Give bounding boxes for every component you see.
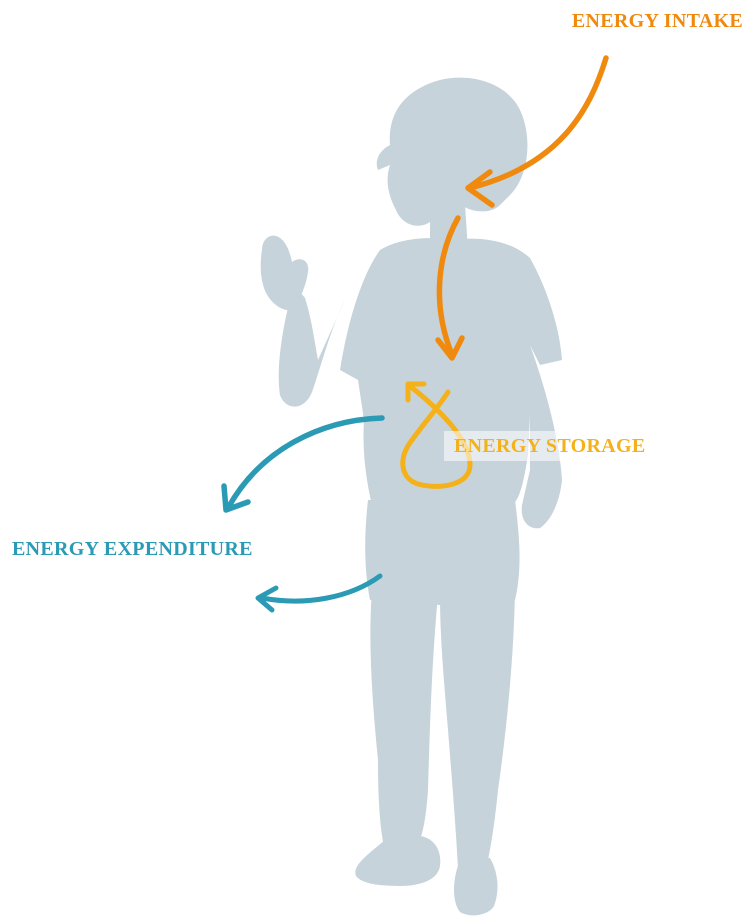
expenditure-arrow-small-icon: [258, 576, 380, 610]
energy-storage-label: ENERGY STORAGE: [444, 431, 653, 461]
person-silhouette-icon: [261, 78, 562, 916]
expenditure-arrow-icon: [224, 418, 382, 510]
energy-expenditure-label: ENERGY EXPENDITURE: [12, 538, 253, 561]
energy-intake-label: ENERGY INTAKE: [572, 10, 743, 33]
